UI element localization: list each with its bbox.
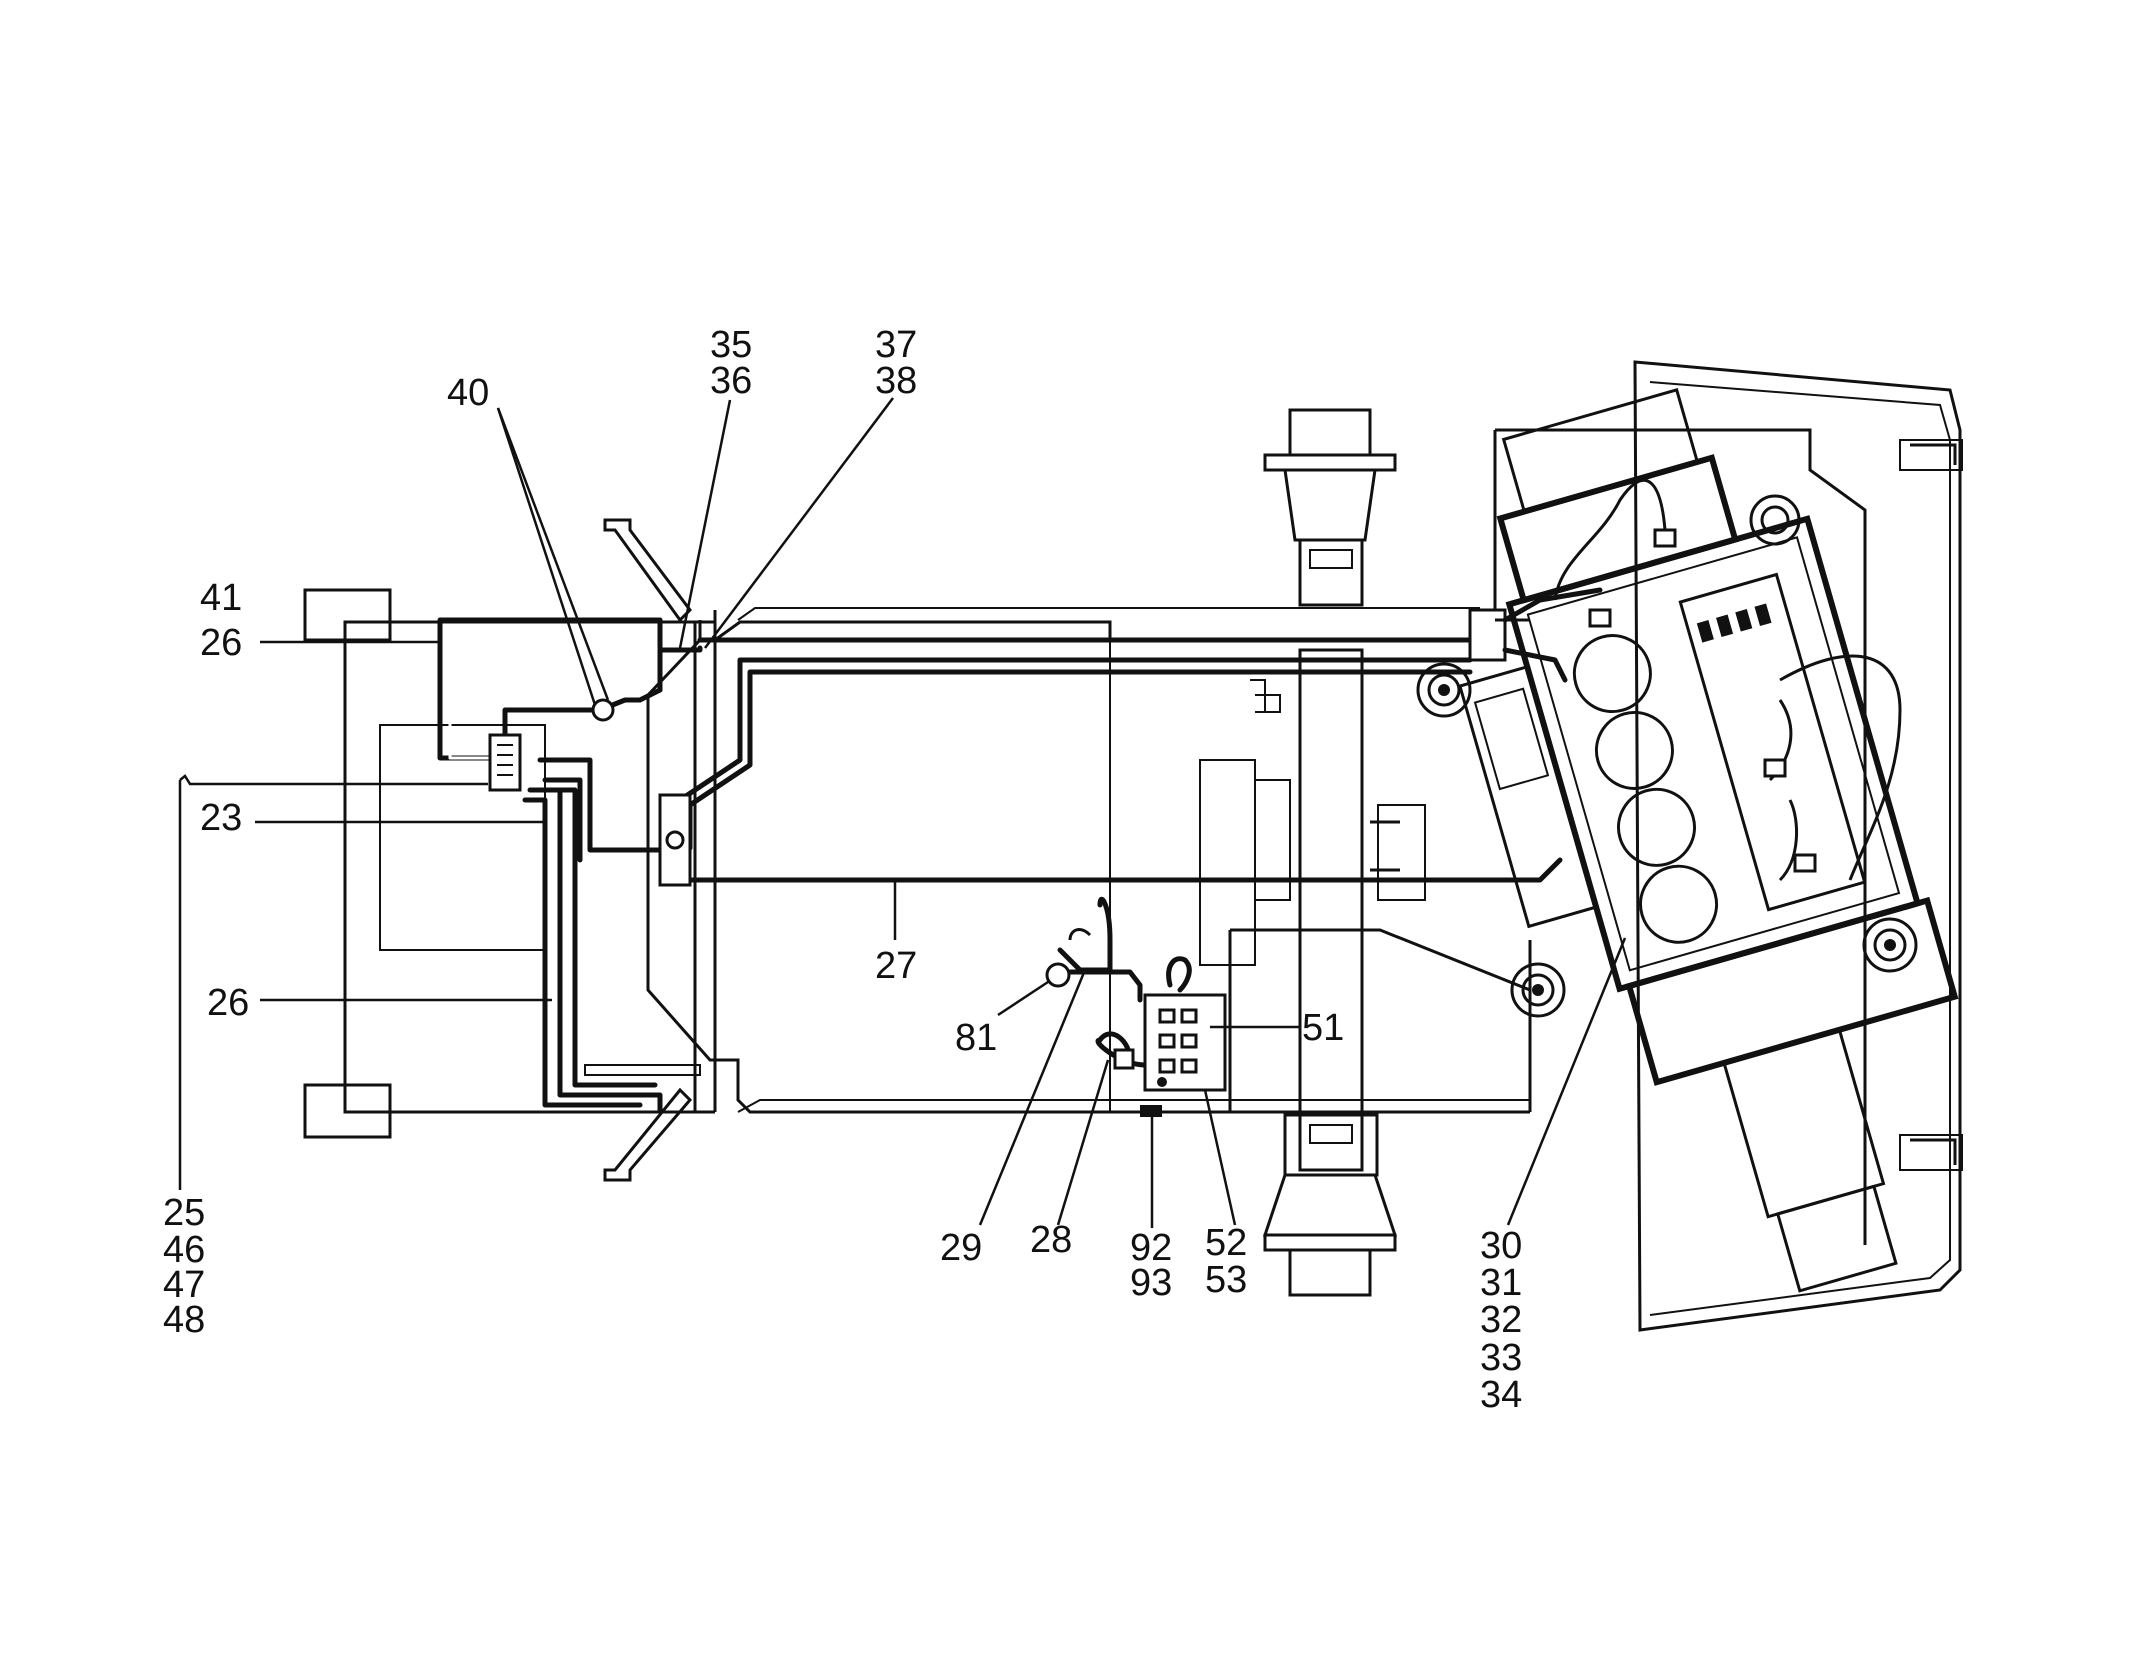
tank-outline — [646, 607, 1530, 1114]
callout-34: 34 — [1480, 1374, 1522, 1416]
leader-35 — [678, 399, 732, 649]
callout-labels: 41 26 23 26 25 46 47 48 40 35 36 37 38 2… — [163, 324, 1522, 1416]
rear-body-outline — [303, 588, 717, 1139]
callout-53: 53 — [1205, 1259, 1247, 1301]
engine-compartment — [1228, 360, 1963, 1332]
harness-connectors — [488, 608, 1530, 887]
leader-lines — [178, 397, 1627, 1228]
callout-38: 38 — [875, 360, 917, 402]
rear-brackets — [584, 518, 701, 1182]
callout-36: 36 — [710, 360, 752, 402]
harness-engine-branches — [1502, 479, 1902, 882]
callout-33: 33 — [1480, 1337, 1522, 1379]
callout-23: 23 — [200, 797, 242, 839]
harness-main-run — [677, 637, 1563, 883]
callout-37: 37 — [875, 324, 917, 366]
callout-30: 30 — [1480, 1225, 1522, 1267]
harness-left-loop — [437, 617, 703, 1113]
callout-93: 93 — [1130, 1262, 1172, 1304]
harness-center-components — [1045, 896, 1227, 1117]
callout-41: 41 — [200, 577, 242, 619]
callout-26-upper: 26 — [200, 622, 242, 664]
callout-29: 29 — [940, 1227, 982, 1269]
callout-40: 40 — [447, 372, 489, 414]
leader-25 — [179, 774, 488, 786]
leader-81 — [997, 980, 1049, 1017]
leader-40a — [496, 407, 597, 706]
leader-40b — [496, 407, 610, 701]
leader-37 — [704, 397, 894, 649]
axle-assembly — [1199, 408, 1426, 1297]
engine-block — [1458, 387, 1959, 1293]
callout-26-lower: 26 — [207, 982, 249, 1024]
callout-25: 25 — [163, 1192, 205, 1234]
callout-46: 46 — [163, 1229, 205, 1271]
leader-28 — [1056, 1059, 1110, 1226]
callout-47: 47 — [163, 1264, 205, 1306]
callout-52: 52 — [1205, 1222, 1247, 1264]
callout-32: 32 — [1480, 1299, 1522, 1341]
callout-27: 27 — [875, 945, 917, 987]
leader-29 — [978, 969, 1087, 1226]
callout-51: 51 — [1302, 1007, 1344, 1049]
callout-28: 28 — [1030, 1219, 1072, 1261]
callout-48: 48 — [163, 1299, 205, 1341]
callout-31: 31 — [1480, 1262, 1522, 1304]
leader-52 — [1203, 1089, 1237, 1226]
callout-35: 35 — [710, 324, 752, 366]
callout-81: 81 — [955, 1017, 997, 1059]
leader-30 — [1506, 937, 1627, 1226]
callout-92: 92 — [1130, 1227, 1172, 1269]
engine-mounts — [1416, 494, 1918, 1018]
